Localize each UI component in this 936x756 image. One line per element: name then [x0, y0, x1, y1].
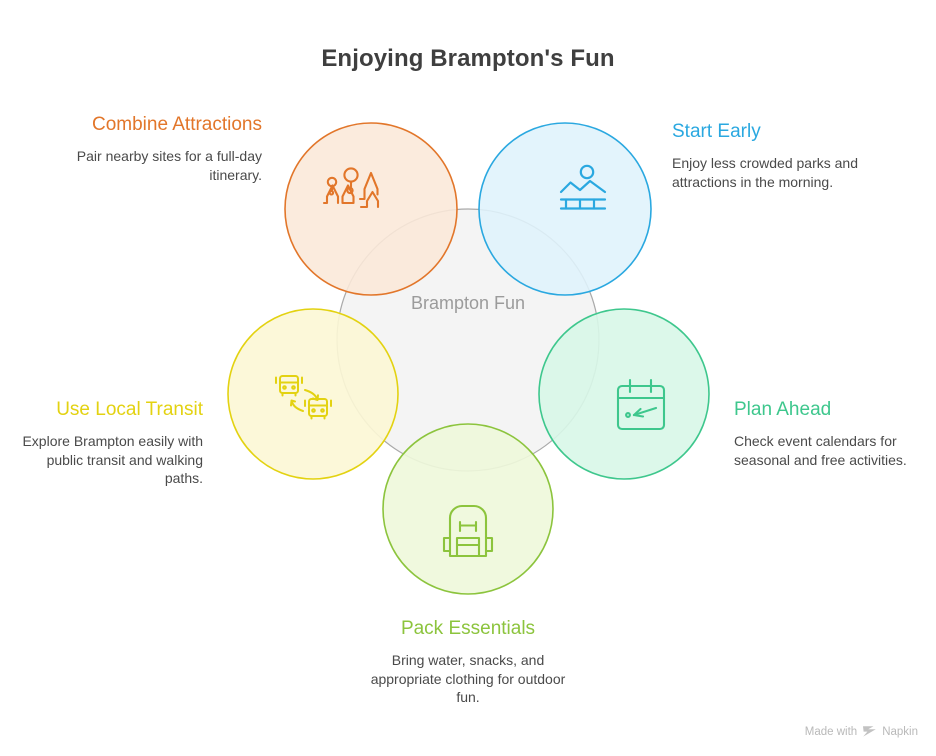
napkin-brand-label: Napkin	[882, 725, 918, 738]
sunrise-landscape-icon	[559, 164, 607, 210]
calendar-arrow-icon	[616, 378, 666, 431]
node-heading-start-early: Start Early	[672, 121, 761, 142]
node-body-plan-ahead: Check event calendars for seasonal and f…	[734, 433, 907, 468]
node-circle-combine-attractions	[284, 122, 458, 296]
label-block-plan-ahead: Plan Ahead Check event calendars for sea…	[734, 398, 924, 469]
node-start-early[interactable]	[478, 122, 652, 296]
node-heading-plan-ahead: Plan Ahead	[734, 399, 832, 420]
bus-transfer-icon	[275, 375, 332, 420]
node-body-pack-essentials: Bring water, snacks, and appropriate clo…	[370, 652, 566, 705]
made-with-napkin-badge[interactable]: Made with Napkin	[805, 725, 918, 738]
made-with-label: Made with	[804, 725, 858, 738]
page-title: Enjoying Brampton's Fun	[321, 45, 615, 72]
people-group-icon	[322, 167, 380, 209]
node-body-use-local-transit: Explore Brampton easily with public tran…	[22, 433, 203, 486]
napkin-logo-icon	[863, 726, 876, 737]
node-circle-plan-ahead	[538, 308, 710, 480]
node-circle-pack-essentials	[382, 423, 554, 595]
label-block-pack-essentials: Pack Essentials Bring water, snacks, and…	[368, 617, 568, 707]
node-heading-combine-attractions: Combine Attractions	[91, 114, 262, 135]
node-heading-use-local-transit: Use Local Transit	[56, 399, 203, 420]
node-use-local-transit[interactable]	[227, 308, 399, 480]
node-body-start-early: Enjoy less crowded parks and attractions…	[672, 155, 858, 190]
node-combine-attractions[interactable]	[284, 122, 458, 296]
node-heading-pack-essentials: Pack Essentials	[400, 618, 536, 639]
node-pack-essentials[interactable]	[382, 423, 554, 595]
label-block-combine-attractions: Combine Attractions Pair nearby sites fo…	[70, 113, 262, 184]
node-body-combine-attractions: Pair nearby sites for a full-day itinera…	[76, 148, 262, 183]
label-block-use-local-transit: Use Local Transit Explore Brampton easil…	[18, 398, 203, 488]
node-plan-ahead[interactable]	[538, 308, 710, 480]
center-label: Brampton Fun	[410, 293, 526, 313]
backpack-icon	[442, 504, 494, 558]
label-block-start-early: Start Early Enjoy less crowded parks and…	[672, 120, 872, 191]
